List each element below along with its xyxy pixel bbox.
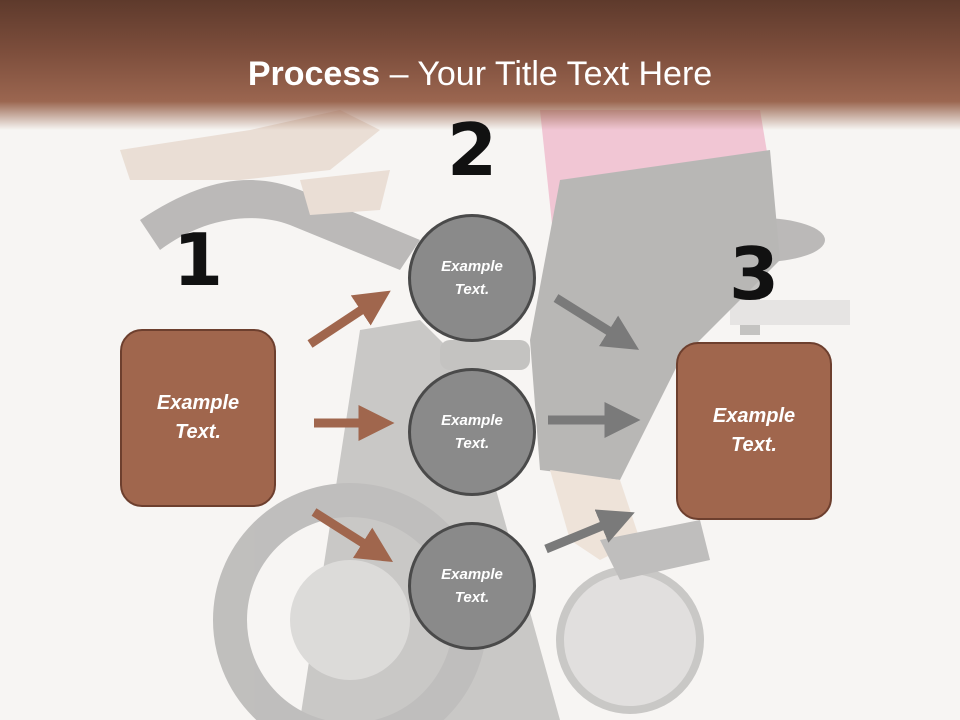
arrow-1-to-top	[307, 290, 391, 348]
circle-bottom[interactable]: Example Text.	[408, 522, 536, 650]
arrow-bottom-to-3	[544, 509, 635, 554]
arrow-top-to-3	[553, 294, 640, 350]
step-number-1: 1	[172, 218, 224, 302]
circle-top-label: Example Text.	[441, 258, 503, 298]
step-1-label: Example Text.	[156, 392, 240, 443]
title-band	[0, 0, 960, 130]
slide-title: Process – Your Title Text Here	[0, 54, 960, 94]
arrow-1-to-bottom	[311, 508, 394, 563]
circle-top[interactable]: Example Text.	[408, 214, 536, 342]
step-3-label: Example Text.	[712, 405, 796, 456]
step-3-box[interactable]: Example Text.	[676, 342, 832, 520]
step-number-3: 3	[728, 232, 780, 316]
title-bold: Process	[247, 55, 381, 93]
circle-middle-label: Example Text.	[441, 412, 503, 452]
step-number-2: 2	[446, 108, 498, 192]
circle-bottom-label: Example Text.	[441, 566, 503, 606]
title-rest: – Your Title Text Here	[380, 55, 713, 93]
circle-middle[interactable]: Example Text.	[408, 368, 536, 496]
step-1-box[interactable]: Example Text.	[120, 329, 276, 507]
